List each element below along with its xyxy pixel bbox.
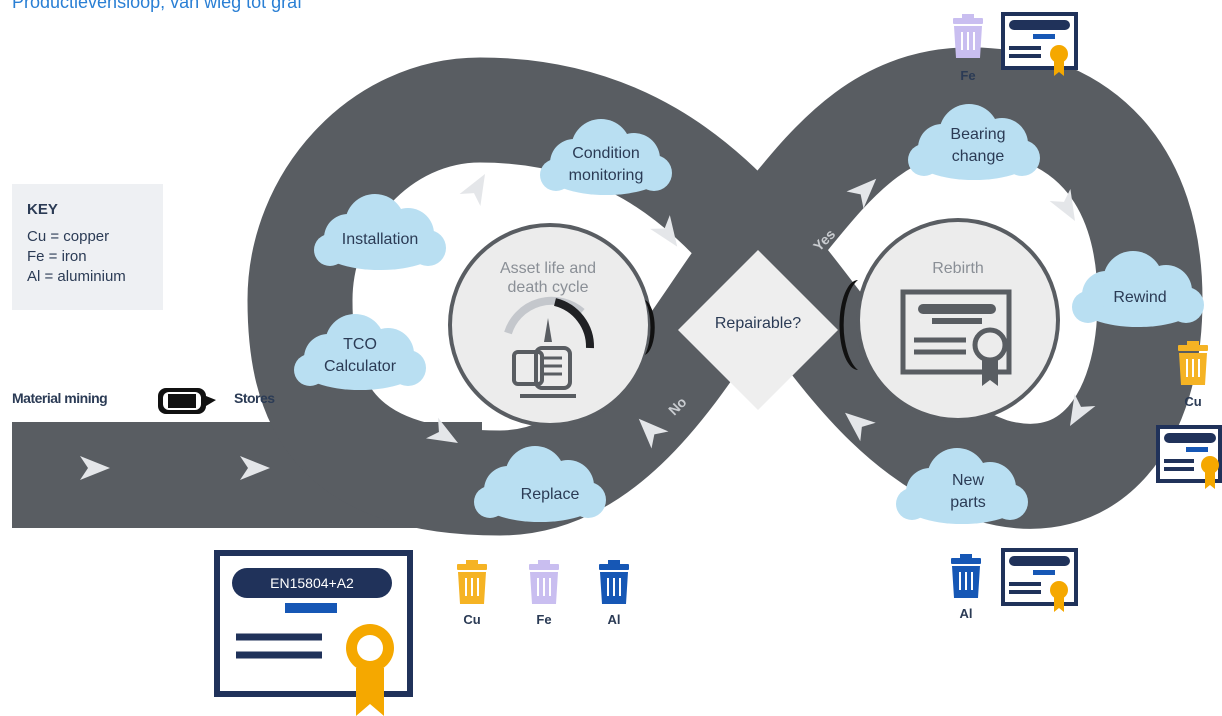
repairable-label: Repairable? (714, 315, 802, 332)
material-mining-label: Material mining (12, 390, 108, 406)
new-parts-line-1: New (951, 472, 985, 489)
bearing-line-2: change (951, 148, 1005, 165)
copper-bin-right-label: Cu (1184, 394, 1202, 409)
copper-bin-label: Cu (463, 612, 481, 627)
copper-bin-icon (1177, 340, 1209, 386)
condition-line-1: Condition (572, 145, 640, 162)
aluminium-bin-icon (598, 559, 630, 605)
asset-life-line-1: Asset life and (499, 260, 597, 277)
key-title: KEY (27, 201, 58, 218)
bearing-change-label: Bearing change (950, 124, 1005, 168)
asset-life-title: Asset life and death cycle (500, 259, 596, 297)
shadow-crescent (839, 280, 858, 370)
key-line-iron: Fe = iron (27, 248, 87, 265)
new-parts-line-2: parts (950, 494, 986, 511)
rebirth-title: Rebirth (932, 260, 984, 277)
new-parts-label: New parts (950, 470, 986, 514)
tco-line-2: Calculator (323, 358, 397, 375)
bearing-line-1: Bearing (950, 126, 1006, 143)
copper-bin-icon (456, 559, 488, 605)
certificate-icon (900, 289, 1012, 386)
replace-label: Replace (520, 486, 580, 503)
stores-label: Stores (234, 390, 275, 406)
installation-label: Installation (341, 231, 419, 248)
small-motor-icon (158, 388, 216, 414)
asset-life-line-2: death cycle (507, 279, 589, 296)
aluminium-bin-label: Al (607, 612, 621, 627)
iron-bin-icon (528, 559, 560, 605)
key-line-aluminium: Al = aluminium (27, 268, 126, 285)
certificate-standard-label: EN15804+A2 (270, 575, 354, 591)
key-box: KEY Cu = copper Fe = iron Al = aluminium (12, 184, 163, 310)
iron-bin-top-label: Fe (960, 68, 976, 83)
large-certificate-icon (214, 550, 413, 716)
certificate-small-top (1001, 12, 1078, 76)
iron-bin-label: Fe (536, 612, 552, 627)
condition-monitoring-label: Condition monitoring (569, 143, 644, 187)
certificate-small-right (1156, 425, 1222, 489)
tco-calculator-label: TCO Calculator (324, 334, 396, 378)
shadow-crescent (645, 300, 655, 355)
key-line-copper: Cu = copper (27, 228, 110, 245)
arrow-icon (459, 168, 496, 206)
motor-icon (504, 296, 595, 398)
iron-bin-icon (952, 13, 984, 59)
condition-line-2: monitoring (568, 167, 644, 184)
repairable-diamond (678, 250, 838, 410)
aluminium-bin-bottom-label: Al (959, 606, 973, 621)
page-heading: Productlevensloop, van wieg tot graf (12, 0, 303, 12)
certificate-small-bottom (1001, 548, 1078, 612)
rewind-label: Rewind (1113, 289, 1167, 306)
hub-left-disc (448, 223, 652, 427)
tco-line-1: TCO (343, 336, 377, 353)
aluminium-bin-icon (950, 553, 982, 599)
